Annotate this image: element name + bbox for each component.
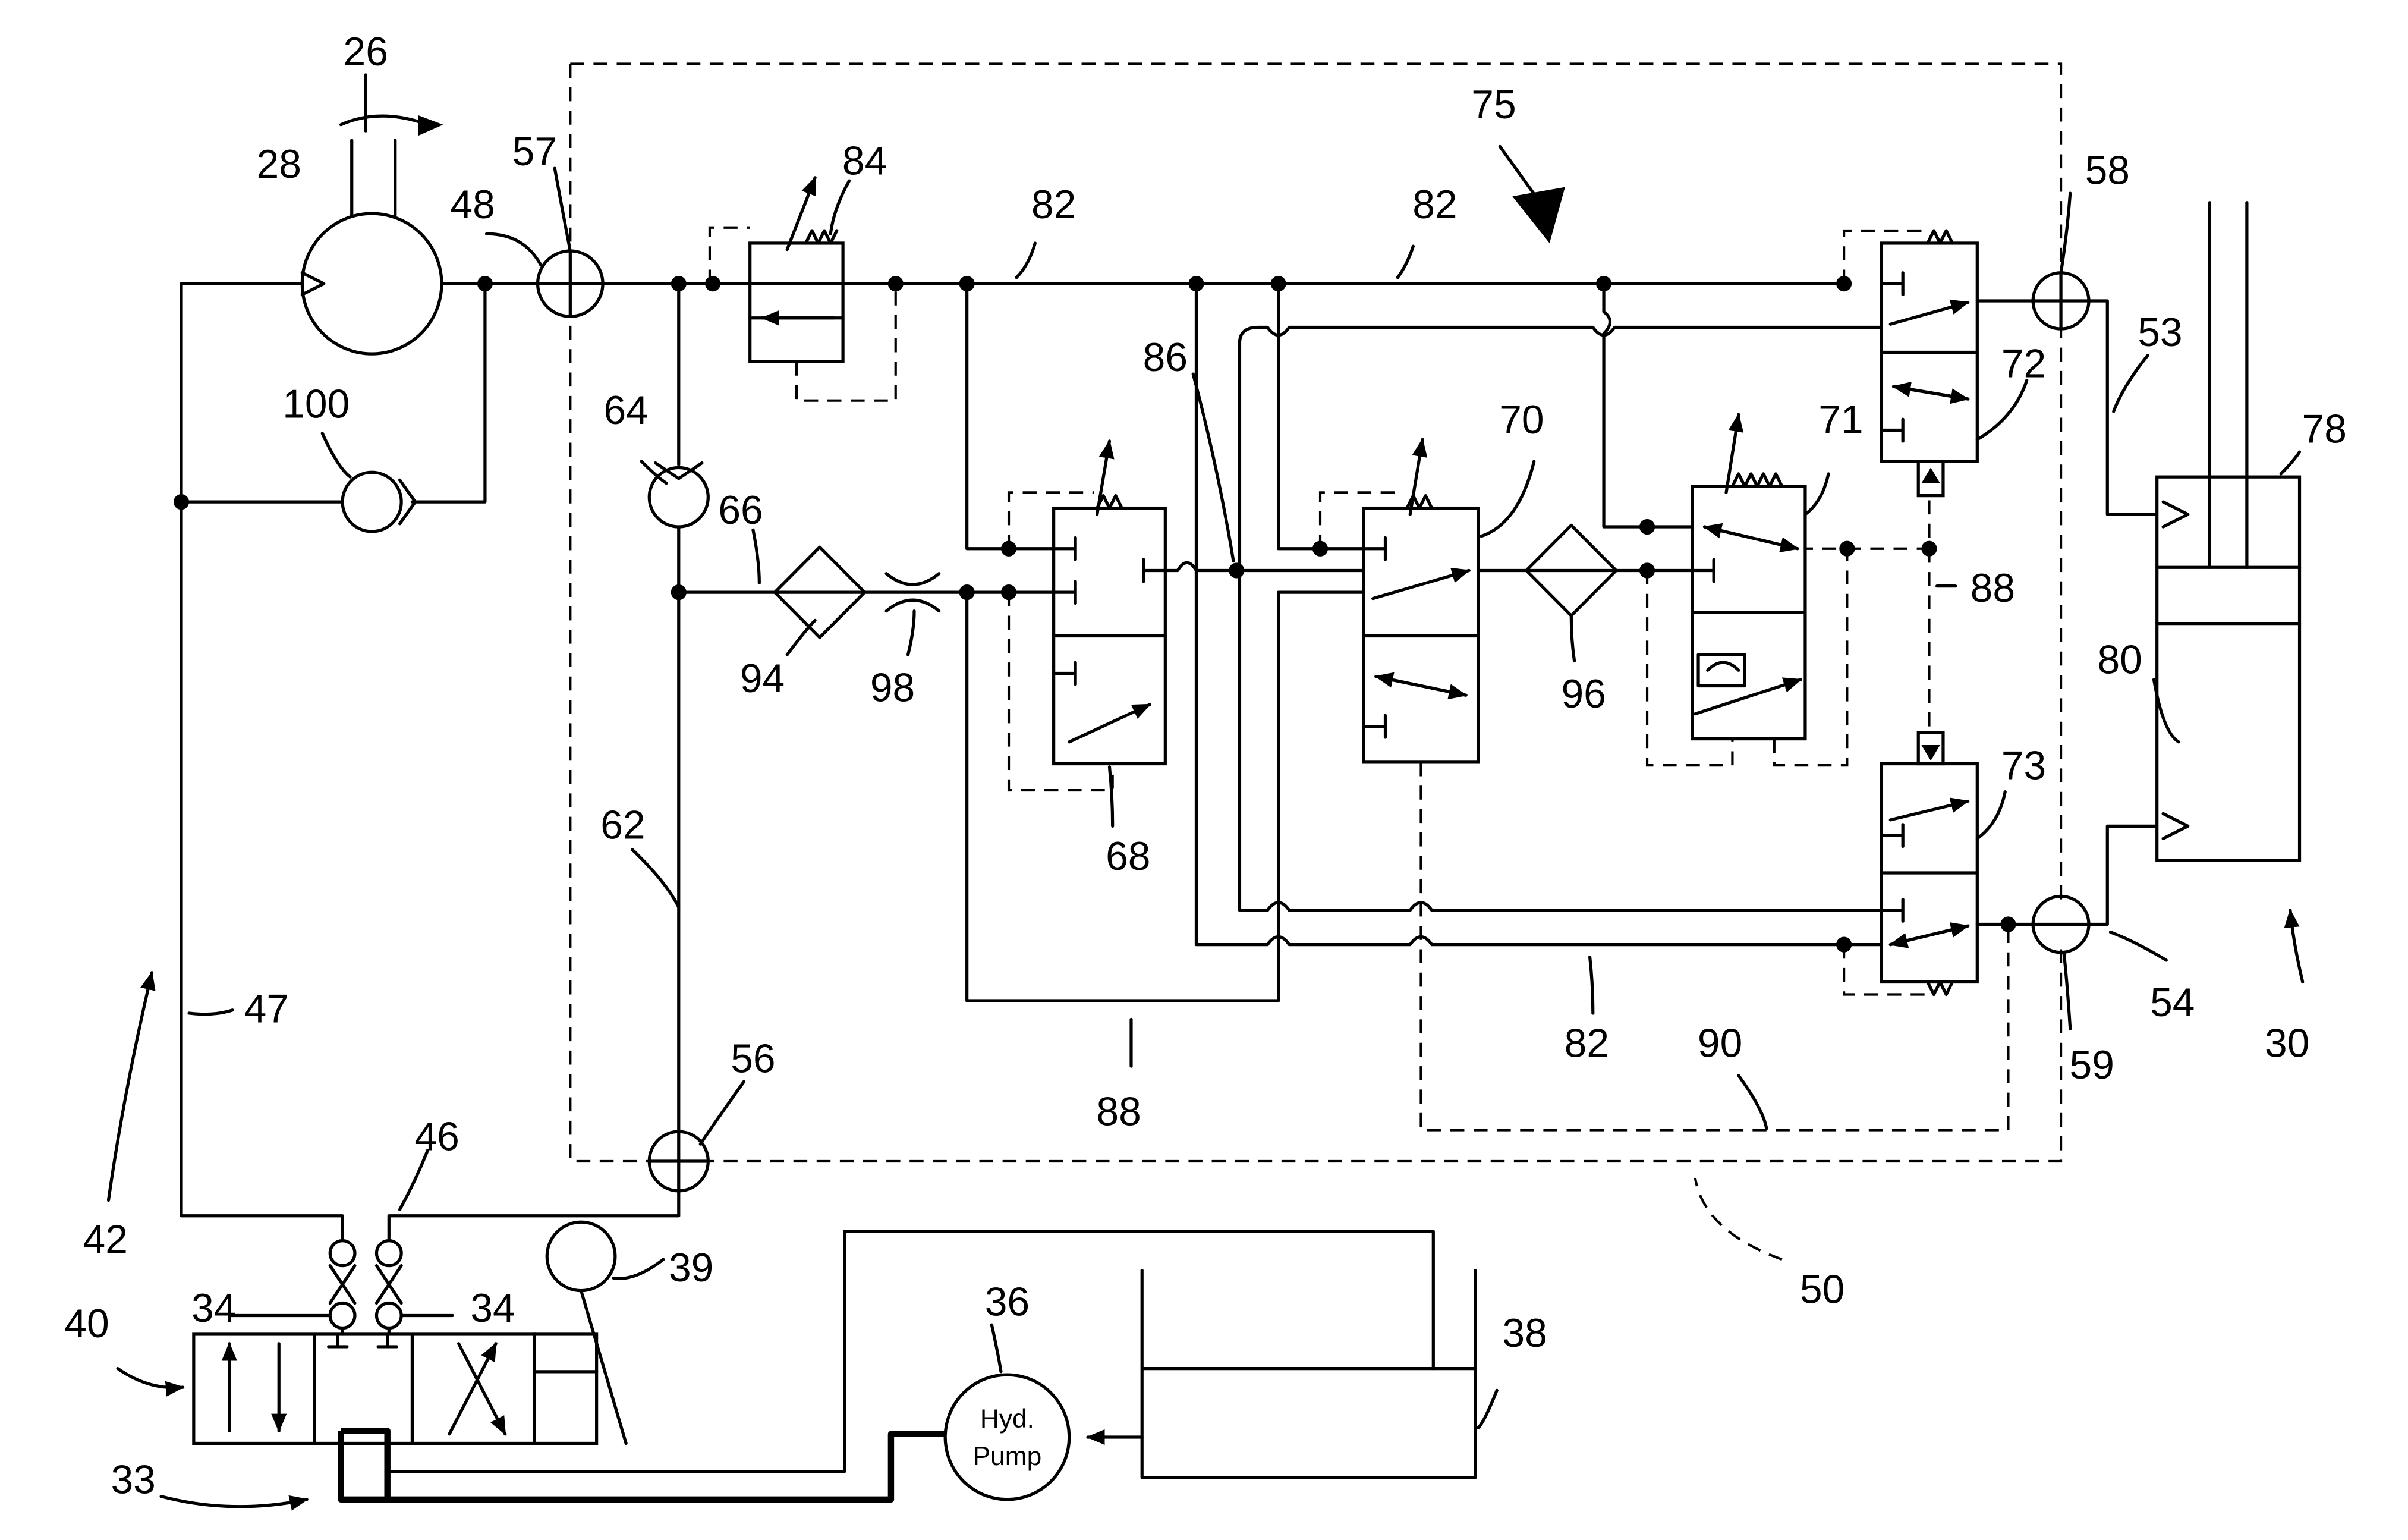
motor-28	[302, 140, 442, 354]
label-34-b: 34	[470, 1286, 515, 1331]
label-88-b: 88	[1096, 1089, 1141, 1134]
line-72-cylinder	[1977, 301, 2157, 514]
valve-72	[1844, 231, 1977, 496]
label-54: 54	[2150, 980, 2195, 1025]
label-48: 48	[450, 182, 495, 227]
label-58: 58	[2085, 147, 2130, 193]
label-86: 86	[1143, 335, 1188, 380]
coupling-59	[2033, 896, 2089, 952]
label-80: 80	[2097, 637, 2142, 682]
relief-valve-84	[710, 178, 896, 401]
filter-94	[775, 547, 864, 637]
label-78: 78	[2302, 406, 2347, 451]
arrow-75	[1500, 146, 1565, 243]
label-70: 70	[1499, 397, 1544, 442]
label-46: 46	[414, 1114, 459, 1159]
label-82-c: 82	[1565, 1020, 1609, 1066]
reference-labels: 26 28 48 57 84 82 82 75 58 53 72 78 100 …	[64, 29, 2347, 1502]
check-valve-100	[342, 472, 416, 532]
label-66: 66	[718, 488, 763, 533]
label-94: 94	[740, 656, 785, 701]
cylinder-30	[2157, 203, 2300, 860]
label-88-a: 88	[1971, 565, 2015, 611]
label-56: 56	[731, 1036, 775, 1081]
filter-96	[1526, 525, 1616, 615]
arrow-33	[161, 1497, 307, 1507]
hyd-pump-36: Hyd. Pump	[945, 1375, 1069, 1500]
pump-label-1: Hyd.	[980, 1404, 1034, 1434]
label-26: 26	[344, 29, 388, 74]
pump-label-2: Pump	[973, 1442, 1042, 1471]
directional-valve-40	[194, 1222, 626, 1443]
return-to-valve	[388, 1443, 845, 1471]
couplers-34	[330, 1241, 401, 1334]
label-59: 59	[2070, 1042, 2114, 1088]
label-50: 50	[1800, 1266, 1844, 1312]
check-valve-64	[649, 463, 708, 527]
line-68-inlet	[967, 284, 1054, 549]
arrow-30	[2290, 910, 2303, 982]
label-84: 84	[842, 138, 887, 183]
label-28: 28	[257, 142, 301, 187]
label-75: 75	[1471, 82, 1516, 127]
label-38: 38	[1502, 1310, 1547, 1356]
label-96: 96	[1561, 671, 1606, 716]
label-82-a: 82	[1031, 182, 1076, 227]
label-90: 90	[1698, 1020, 1742, 1066]
label-53: 53	[2138, 310, 2182, 355]
label-57: 57	[512, 129, 557, 174]
label-100: 100	[282, 381, 350, 426]
label-36: 36	[985, 1279, 1030, 1324]
label-72: 72	[2001, 341, 2046, 386]
leader-lines	[189, 75, 2299, 1428]
label-98: 98	[870, 665, 915, 710]
line-47	[181, 284, 342, 1239]
valve-71	[1647, 414, 1847, 765]
label-62: 62	[600, 802, 645, 847]
label-73: 73	[2001, 743, 2046, 788]
label-39: 39	[669, 1245, 713, 1290]
label-82-b: 82	[1412, 182, 1457, 227]
label-34-a: 34	[191, 1286, 236, 1331]
line-73-cylinder	[1977, 826, 2157, 924]
tank-38	[1142, 1270, 1475, 1478]
label-40: 40	[64, 1301, 109, 1346]
label-42: 42	[83, 1217, 128, 1262]
label-33: 33	[111, 1457, 155, 1502]
label-68: 68	[1106, 834, 1150, 879]
valve-68	[1009, 441, 1165, 790]
arrow-42	[108, 973, 152, 1200]
label-47: 47	[244, 986, 289, 1032]
arrow-40	[118, 1369, 182, 1388]
coupling-57	[538, 251, 603, 316]
label-30: 30	[2265, 1020, 2309, 1066]
shaft-rotation-arrow	[341, 115, 443, 136]
pilot-line-88	[1847, 496, 1929, 739]
label-71: 71	[1818, 397, 1863, 442]
label-64: 64	[603, 388, 648, 433]
coupling-58	[2033, 273, 2089, 329]
valve-73	[1844, 733, 1977, 994]
line-71-supply	[1604, 284, 1692, 527]
line-70-feed	[1279, 284, 1364, 549]
